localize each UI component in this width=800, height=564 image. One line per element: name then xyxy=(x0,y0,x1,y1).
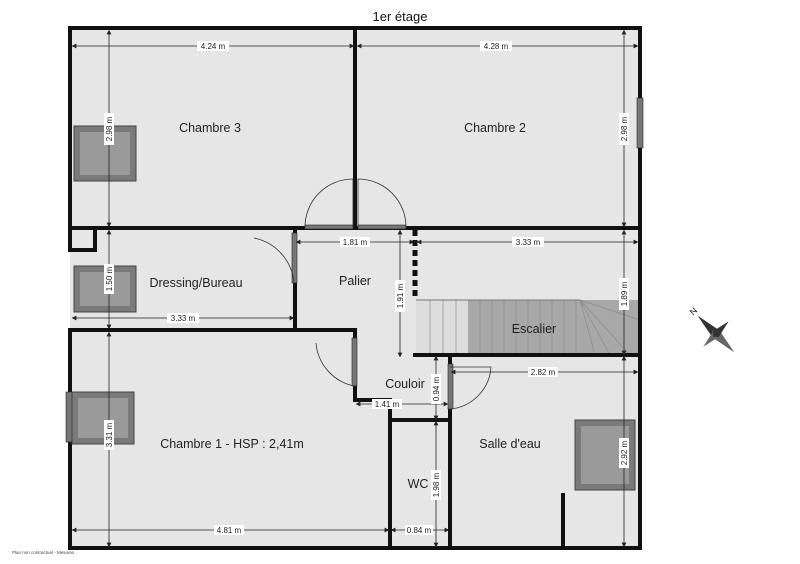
plan-title: 1er étage xyxy=(373,9,428,24)
compass-north-label: N xyxy=(688,306,700,318)
room-label-wc: WC xyxy=(408,477,429,491)
room-label-chambre3: Chambre 3 xyxy=(179,121,241,135)
dim-couloir-height: 0.94 m xyxy=(432,376,441,401)
room-label-couloir: Couloir xyxy=(385,377,425,391)
compass-icon: N xyxy=(688,306,735,353)
dim-couloir-width: 1.41 m xyxy=(375,400,400,409)
dim-palier-width: 1.81 m xyxy=(343,238,368,247)
dim-escalier-width: 3.33 m xyxy=(516,238,541,247)
doors xyxy=(65,97,644,443)
dim-sde-width: 2.82 m xyxy=(531,368,556,377)
room-label-chambre1: Chambre 1 - HSP : 2,41m xyxy=(160,437,304,451)
footnote: Plan non contractuel - Mesures xyxy=(12,550,75,555)
room-labels: Chambre 3 Chambre 2 Dressing/Bureau Pali… xyxy=(149,121,556,491)
dim-dressing-width: 3.33 m xyxy=(171,314,196,323)
dim-c1-width: 4.81 m xyxy=(217,526,242,535)
dim-sde-height: 2.92 m xyxy=(620,440,629,465)
dim-wc-height: 1.98 m xyxy=(432,472,441,497)
dim-wc-width: 0.84 m xyxy=(407,526,432,535)
dim-c1-height: 3.31 m xyxy=(105,422,114,447)
room-label-chambre2: Chambre 2 xyxy=(464,121,526,135)
room-label-dressing: Dressing/Bureau xyxy=(149,276,242,290)
dim-c3-width: 4.24 m xyxy=(201,42,226,51)
room-label-salle-eau: Salle d'eau xyxy=(479,437,541,451)
room-label-escalier: Escalier xyxy=(512,322,556,336)
dim-escalier-height: 1.89 m xyxy=(620,281,629,306)
dimension-lines: 4.24 m 4.28 m 2.98 m 2.98 m 1.81 m 3.33 … xyxy=(71,29,639,548)
dim-palier-height: 1.91 m xyxy=(396,283,405,308)
dim-dressing-height: 1.50 m xyxy=(105,266,114,291)
dim-c3-height: 2.98 m xyxy=(105,116,114,141)
dim-c2-height: 2.98 m xyxy=(620,116,629,141)
room-label-palier: Palier xyxy=(339,274,371,288)
dim-c2-width: 4.28 m xyxy=(484,42,509,51)
